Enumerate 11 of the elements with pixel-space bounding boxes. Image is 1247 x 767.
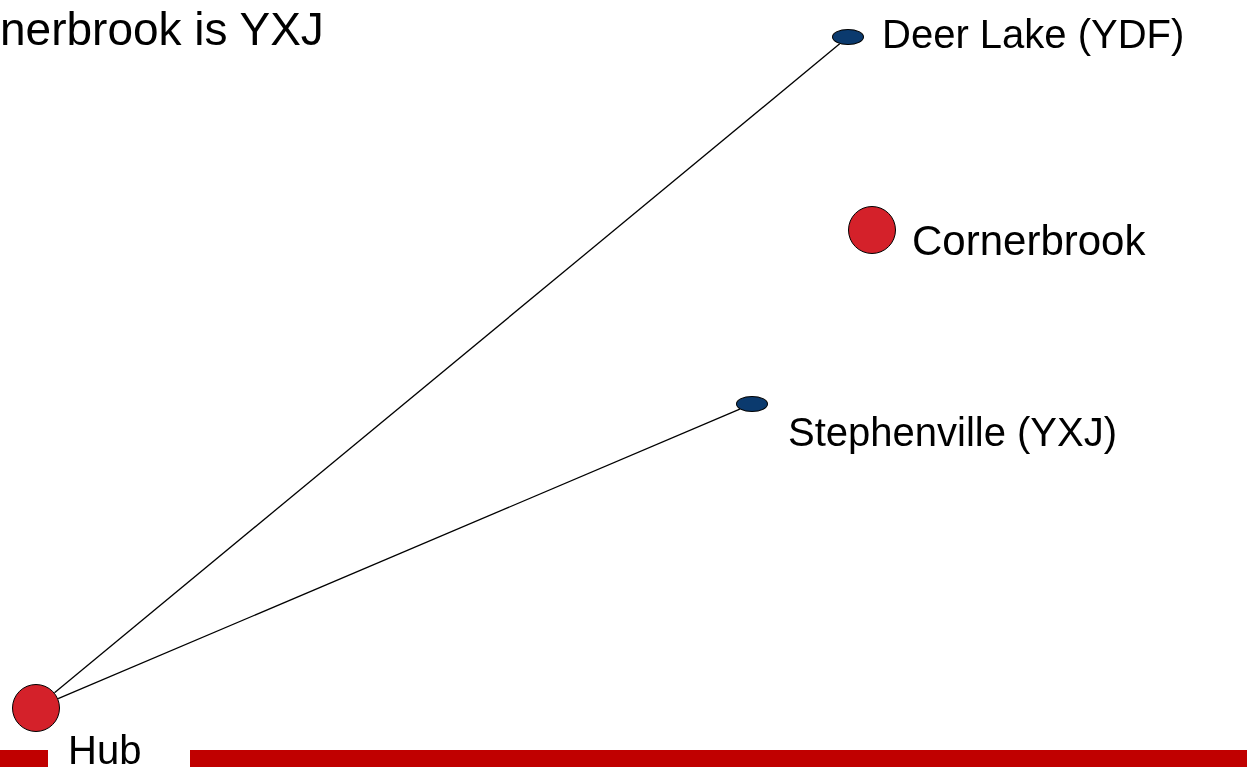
connector-line — [57, 408, 741, 700]
airport-marker — [736, 396, 768, 412]
city-marker — [848, 206, 896, 254]
connector-line — [53, 43, 841, 694]
place-label: Stephenville (YXJ) — [788, 412, 1118, 452]
place-label: Cornerbrook — [912, 220, 1146, 262]
place-label: Deer Lake (YDF) — [882, 14, 1185, 54]
city-marker — [12, 684, 60, 732]
place-label: Hub — [68, 730, 142, 767]
airport-marker — [832, 29, 864, 45]
title: nerbrook is YXJ — [0, 4, 324, 55]
